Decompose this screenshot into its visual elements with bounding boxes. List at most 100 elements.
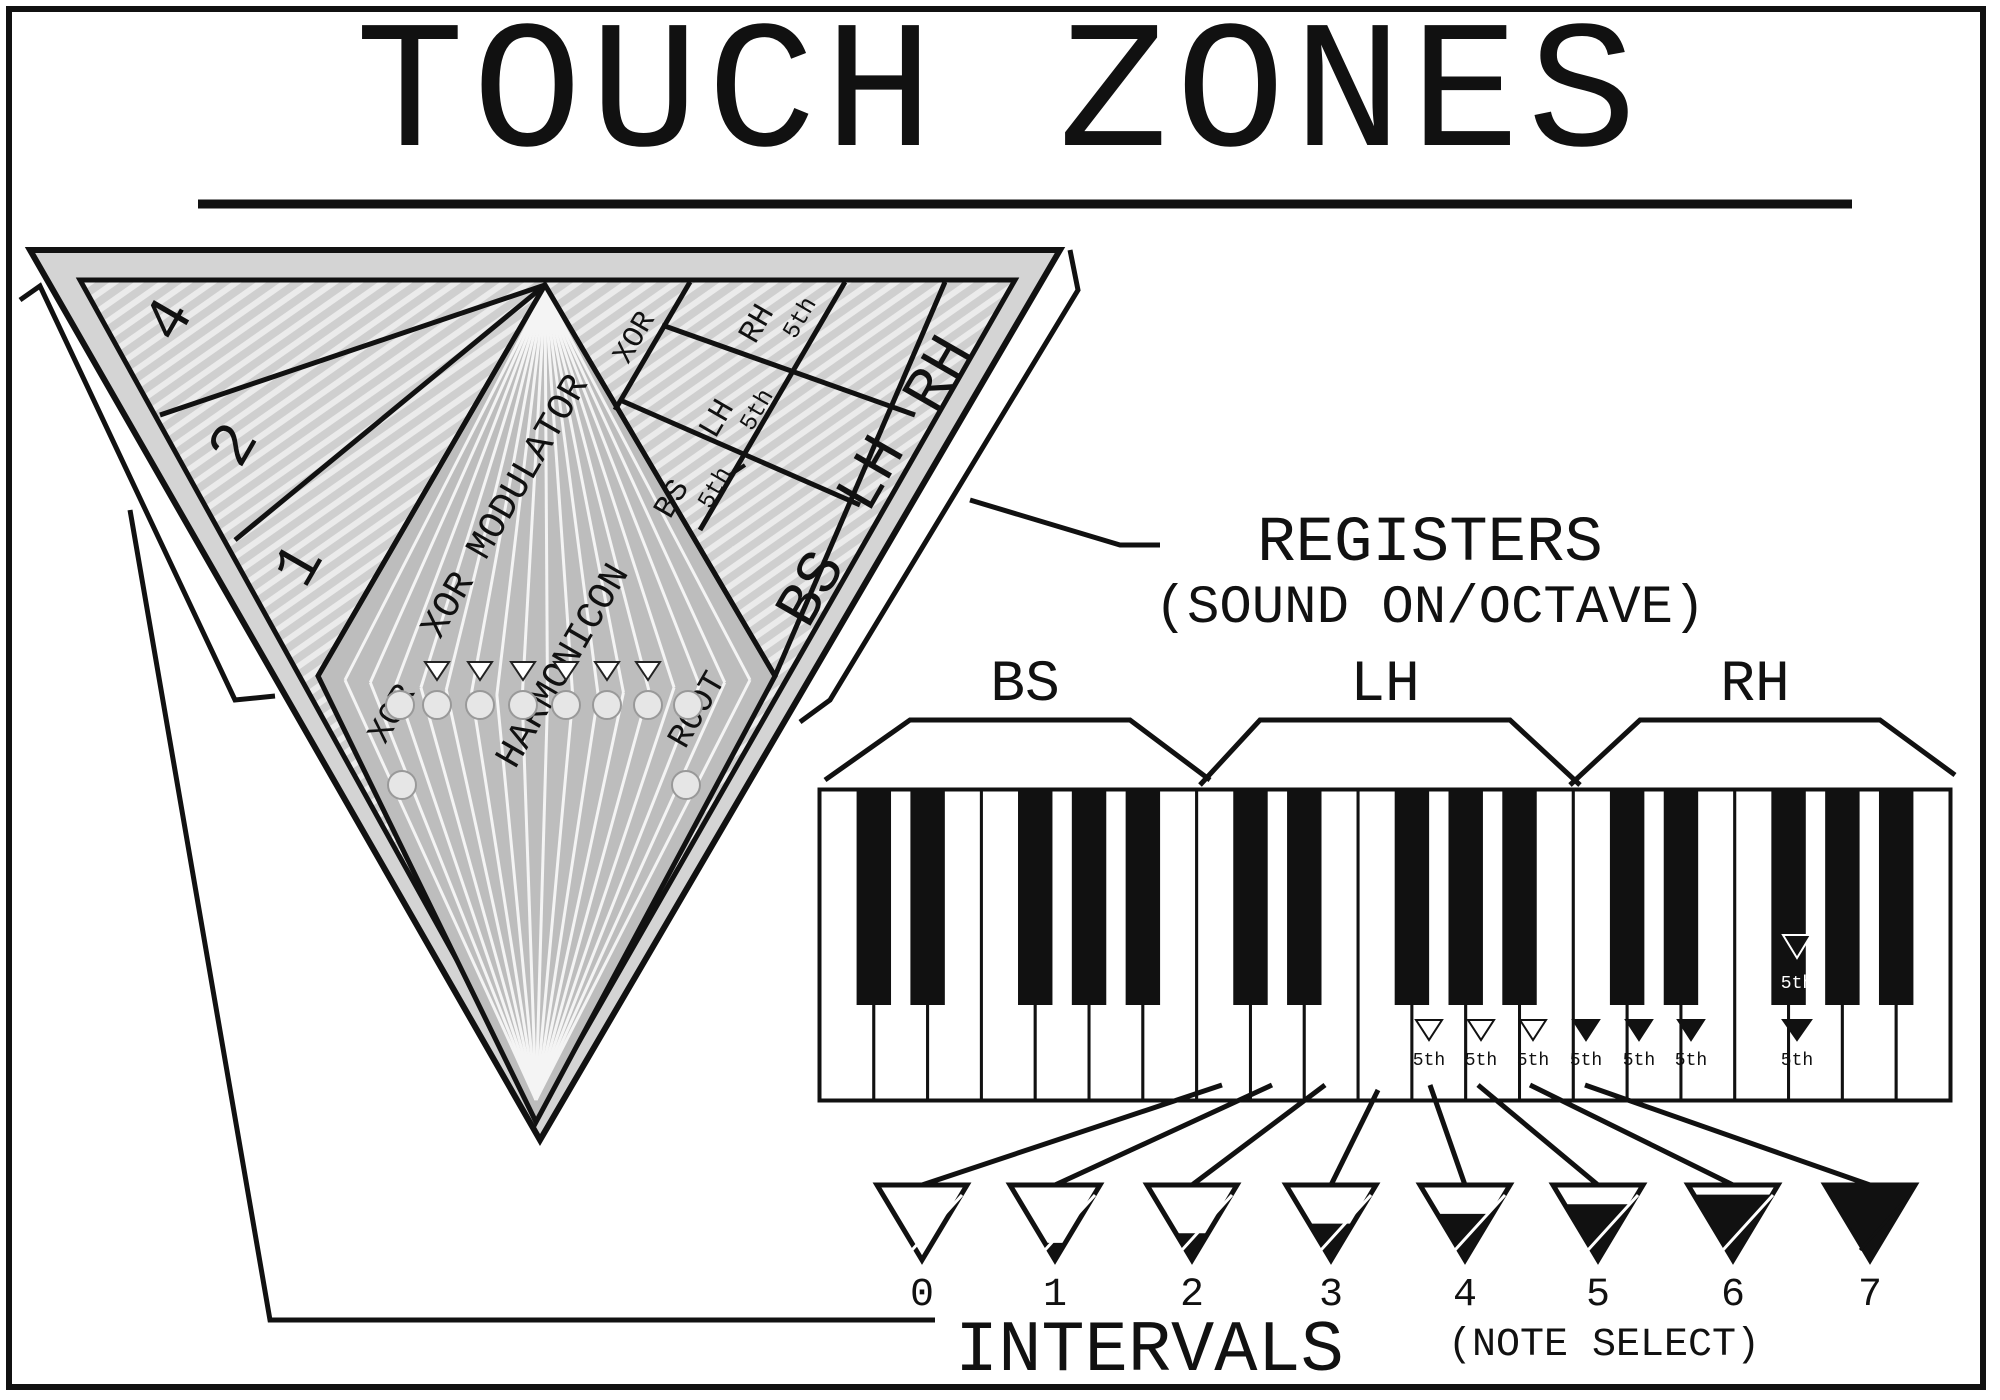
black-key[interactable]: [1018, 790, 1053, 1005]
interval-mini-icon: [634, 661, 662, 682]
fan-line: [543, 289, 676, 688]
fan-line: [534, 687, 676, 1101]
key-fifth-label: 5th: [1675, 1051, 1707, 1071]
touch-dot: [671, 770, 701, 800]
fan-line: [534, 684, 701, 1101]
touch-dot: [592, 690, 622, 720]
fan-line: [534, 697, 575, 1101]
fan-line: [543, 289, 752, 681]
fan-line: [543, 289, 625, 693]
registers-title: REGISTERS: [1257, 508, 1603, 580]
black-key[interactable]: [1233, 790, 1268, 1005]
zone-divider-2: [233, 283, 547, 542]
interval-connector: [1190, 1083, 1327, 1187]
zone-divider-fifth: [697, 280, 848, 532]
key-fifth-label: 5th: [1781, 1051, 1813, 1071]
interval-icon[interactable]: [1548, 1182, 1648, 1265]
interval-fill: [1825, 1185, 1915, 1260]
black-key[interactable]: [1771, 790, 1806, 1005]
black-key[interactable]: [1825, 790, 1860, 1005]
keyboard-group-bs: BS: [990, 653, 1060, 718]
registers-subtitle: (SOUND ON/OCTAVE): [1155, 578, 1706, 639]
key-interval-marker: [1676, 1019, 1706, 1042]
fan-line: [495, 694, 538, 1101]
interval-connector: [1584, 1082, 1871, 1188]
touch-dot: [508, 690, 538, 720]
key-fifth-label: 5th: [1570, 1051, 1602, 1071]
intervals-subtitle: (NOTE SELECT): [1448, 1323, 1760, 1368]
interval-number: 6: [1721, 1273, 1745, 1318]
interval-connector-lines: [921, 1082, 1871, 1188]
black-key[interactable]: [1125, 790, 1161, 1005]
black-key[interactable]: [1878, 790, 1914, 1005]
key-interval-marker: [1518, 1019, 1548, 1042]
zone-divider-lh-bs: [618, 397, 862, 508]
interval-mini-icon: [423, 661, 451, 682]
fan-line: [394, 289, 547, 686]
black-key[interactable]: [1394, 790, 1430, 1005]
interval-icon[interactable]: [872, 1182, 972, 1265]
fan-line: [368, 681, 538, 1101]
interval-icon[interactable]: [1820, 1182, 1920, 1265]
key-fifth-label: 5th: [1781, 974, 1813, 994]
interval-number: 1: [1043, 1273, 1067, 1318]
key-interval-marker: [1571, 1019, 1601, 1042]
fan-line: [470, 692, 538, 1101]
interval-outline: [1142, 1182, 1242, 1265]
key-interval-marker: [1414, 1019, 1444, 1042]
interval-fill: [1564, 1204, 1632, 1260]
bracket-bs: [823, 717, 1212, 783]
fan-line: [343, 289, 547, 681]
interval-mini-icon: [593, 661, 621, 682]
interval-icon[interactable]: [1683, 1182, 1783, 1265]
zone-divider-1: [315, 283, 548, 678]
fan-line: [543, 289, 651, 691]
black-key[interactable]: [1071, 790, 1107, 1005]
black-key[interactable]: [1663, 790, 1699, 1005]
black-key[interactable]: [910, 790, 945, 1005]
zone-divider-register: [772, 281, 948, 677]
black-key[interactable]: [1287, 790, 1322, 1005]
black-key[interactable]: [1609, 790, 1645, 1005]
fan-line: [343, 679, 538, 1101]
touch-dot: [465, 690, 495, 720]
interval-icon[interactable]: [1142, 1182, 1242, 1265]
bracket-lh: [1198, 717, 1582, 787]
fan-line: [495, 289, 547, 696]
fan-line: [419, 289, 547, 688]
fan-line: [444, 689, 538, 1101]
key-interval-marker: [1624, 1019, 1654, 1042]
interval-number: 0: [910, 1273, 934, 1318]
black-key[interactable]: [856, 790, 892, 1005]
touch-dot: [551, 690, 581, 720]
black-key[interactable]: [1502, 790, 1537, 1005]
interval-connector: [1328, 1088, 1381, 1187]
interval-stroke: [1453, 1193, 1507, 1252]
key-interval-marker: [1781, 1019, 1813, 1042]
interval-stroke: [1858, 1193, 1912, 1252]
fan-line: [534, 681, 727, 1101]
touch-dot: [633, 690, 663, 720]
zone-divider-rh-lh: [661, 322, 916, 418]
zone-divider-4: [159, 282, 546, 418]
key-interval-marker: [1781, 934, 1813, 960]
interval-fill: [1309, 1223, 1353, 1260]
interval-stroke: [910, 1193, 964, 1252]
interval-icon[interactable]: [1281, 1182, 1381, 1265]
fan-line: [444, 289, 547, 691]
page-border: [6, 6, 1986, 1390]
interval-icon[interactable]: [1415, 1182, 1515, 1265]
interval-number: 3: [1319, 1273, 1343, 1318]
interval-icon[interactable]: [1005, 1182, 1105, 1265]
key-interval-marker: [1466, 1019, 1496, 1042]
touch-dot: [673, 690, 703, 720]
black-key[interactable]: [1448, 790, 1483, 1005]
fan-line: [534, 699, 549, 1101]
touch-dot: [422, 690, 452, 720]
touch-dot: [385, 690, 415, 720]
key-fifth-label: 5th: [1465, 1051, 1497, 1071]
interval-connector: [1528, 1082, 1735, 1188]
zone-divider-small: [728, 463, 747, 477]
interval-fill: [1175, 1233, 1209, 1260]
